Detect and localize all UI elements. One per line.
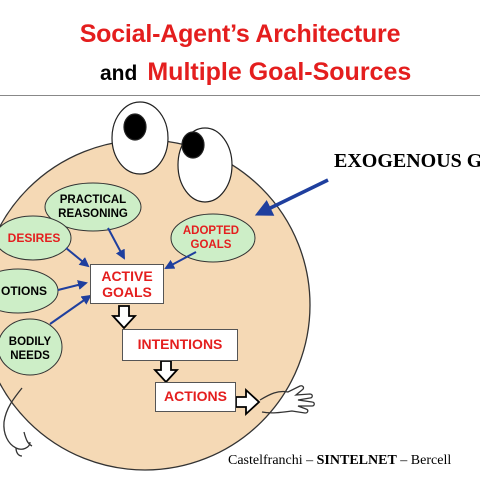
exogenous-label: EXOGENOUS G [334, 150, 480, 172]
footer: Castelfranchi – SINTELNET – Bercell [228, 453, 451, 469]
bodily-needs-label: BODILY NEEDS [8, 336, 52, 362]
title-line-2: and Multiple Goal-Sources [100, 58, 411, 87]
arrow-adopted [164, 251, 197, 269]
intentions-box [122, 329, 238, 361]
arrow-exogenous [254, 178, 329, 216]
title-line-1: Social-Agent’s Architecture [79, 20, 401, 48]
left-hand [3, 387, 33, 457]
title-divider [0, 95, 480, 96]
intentions-label: INTENTIONS [137, 336, 223, 352]
practical-reasoning-label: PRACTICAL REASONING [58, 194, 128, 220]
arrow-bodily [49, 294, 92, 325]
actions-box [155, 382, 236, 412]
bodily-needs-ellipse [0, 318, 63, 376]
title-multiple-goal-sources: Multiple Goal-Sources [147, 58, 412, 86]
arrow-intentions-to-actions [152, 360, 180, 384]
arrow-emotions [57, 280, 88, 291]
footer-project: SINTELNET [316, 453, 397, 468]
desires-label: DESIRES [7, 231, 61, 245]
adopted-goals-label: ADOPTED GOALS [182, 225, 240, 251]
adopted-goals-ellipse [170, 213, 256, 263]
emotions-label: OTIONS [0, 284, 47, 298]
arrow-actions-to-hand [235, 387, 261, 417]
arrow-desires [65, 247, 90, 268]
footer-author: Castelfranchi – [228, 453, 314, 468]
footer-place: – Bercell [400, 453, 452, 468]
active-goals-label: ACTIVE GOALS [101, 268, 153, 300]
practical-reasoning-ellipse [44, 182, 142, 232]
title-and: and [100, 62, 138, 85]
arrow-practical [107, 227, 125, 260]
emotions-ellipse [0, 268, 59, 314]
actions-label: ACTIONS [164, 388, 227, 404]
right-hand [259, 385, 315, 414]
active-goals-box [90, 264, 164, 304]
right-eye [177, 127, 233, 203]
left-eye [111, 101, 169, 175]
arrow-active-to-intentions [110, 305, 138, 330]
desires-ellipse [0, 215, 72, 261]
